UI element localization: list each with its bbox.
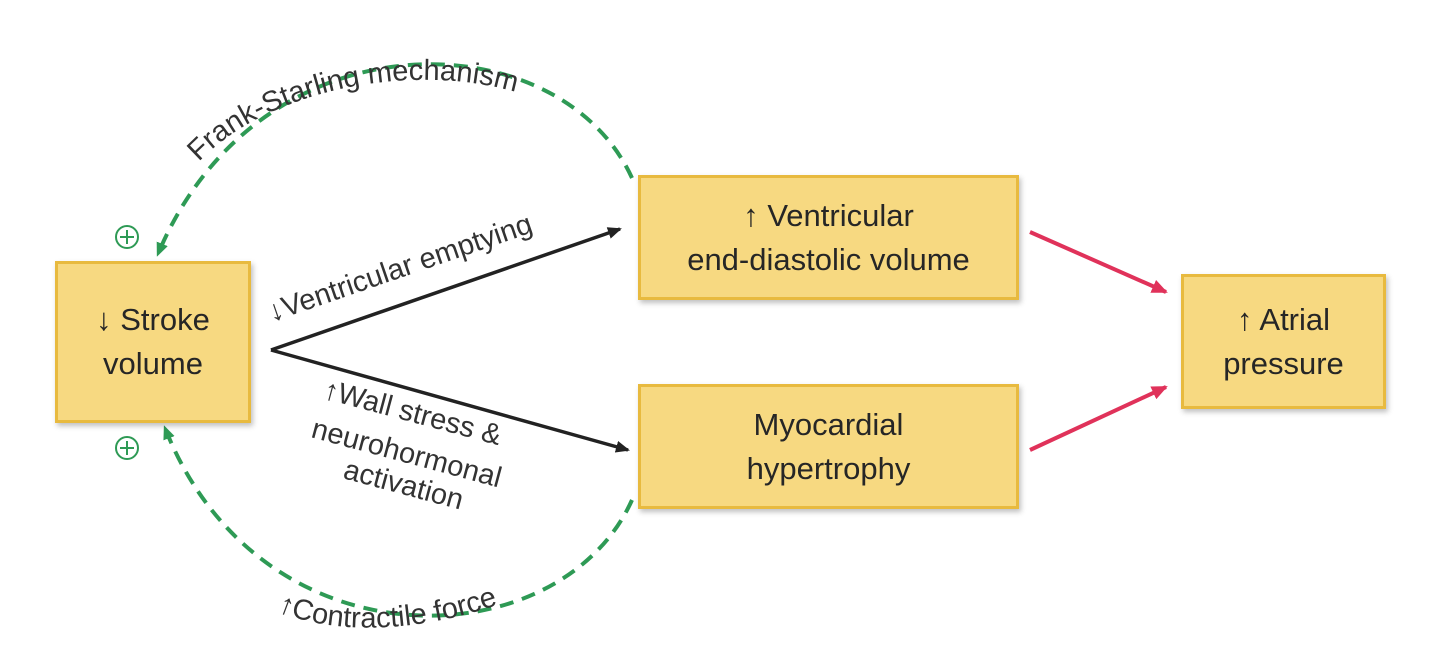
frank-starling-label: Frank-Starling mechanism bbox=[181, 55, 521, 167]
stroke-volume-node: ↓ Stroke volume bbox=[55, 261, 251, 423]
frank-starling-arc bbox=[156, 62, 634, 257]
stroke-volume-line1: ↓ Stroke bbox=[96, 302, 210, 337]
arrow-to-edv bbox=[270, 227, 622, 352]
arrow-hyper-to-atrial bbox=[1029, 385, 1168, 452]
ventricular-edv-node: ↑ Ventricular end-diastolic volume bbox=[638, 175, 1019, 300]
stroke-volume-line2: volume bbox=[103, 346, 203, 381]
contractile-force-arc bbox=[163, 425, 634, 618]
positive-feedback-icon-top bbox=[115, 225, 139, 249]
myocardial-hypertrophy-node: Myocardial hypertrophy bbox=[638, 384, 1019, 509]
arrow-edv-to-atrial bbox=[1029, 230, 1168, 294]
arrow-to-hypertrophy bbox=[270, 348, 630, 453]
ventricular-edv-line2: end-diastolic volume bbox=[687, 241, 970, 277]
hypertrophy-line2: hypertrophy bbox=[746, 450, 911, 486]
hypertrophy-line1: Myocardial bbox=[753, 406, 904, 442]
positive-feedback-icon-bottom bbox=[115, 436, 139, 460]
ventricular-emptying-label: ↓Ventricular emptying bbox=[264, 208, 537, 329]
atrial-pressure-line2: pressure bbox=[1223, 345, 1344, 381]
ventricular-edv-line1: ↑ Ventricular bbox=[743, 197, 914, 233]
atrial-pressure-line1: ↑ Atrial bbox=[1236, 301, 1331, 337]
atrial-pressure-node: ↑ Atrial pressure bbox=[1181, 274, 1386, 409]
